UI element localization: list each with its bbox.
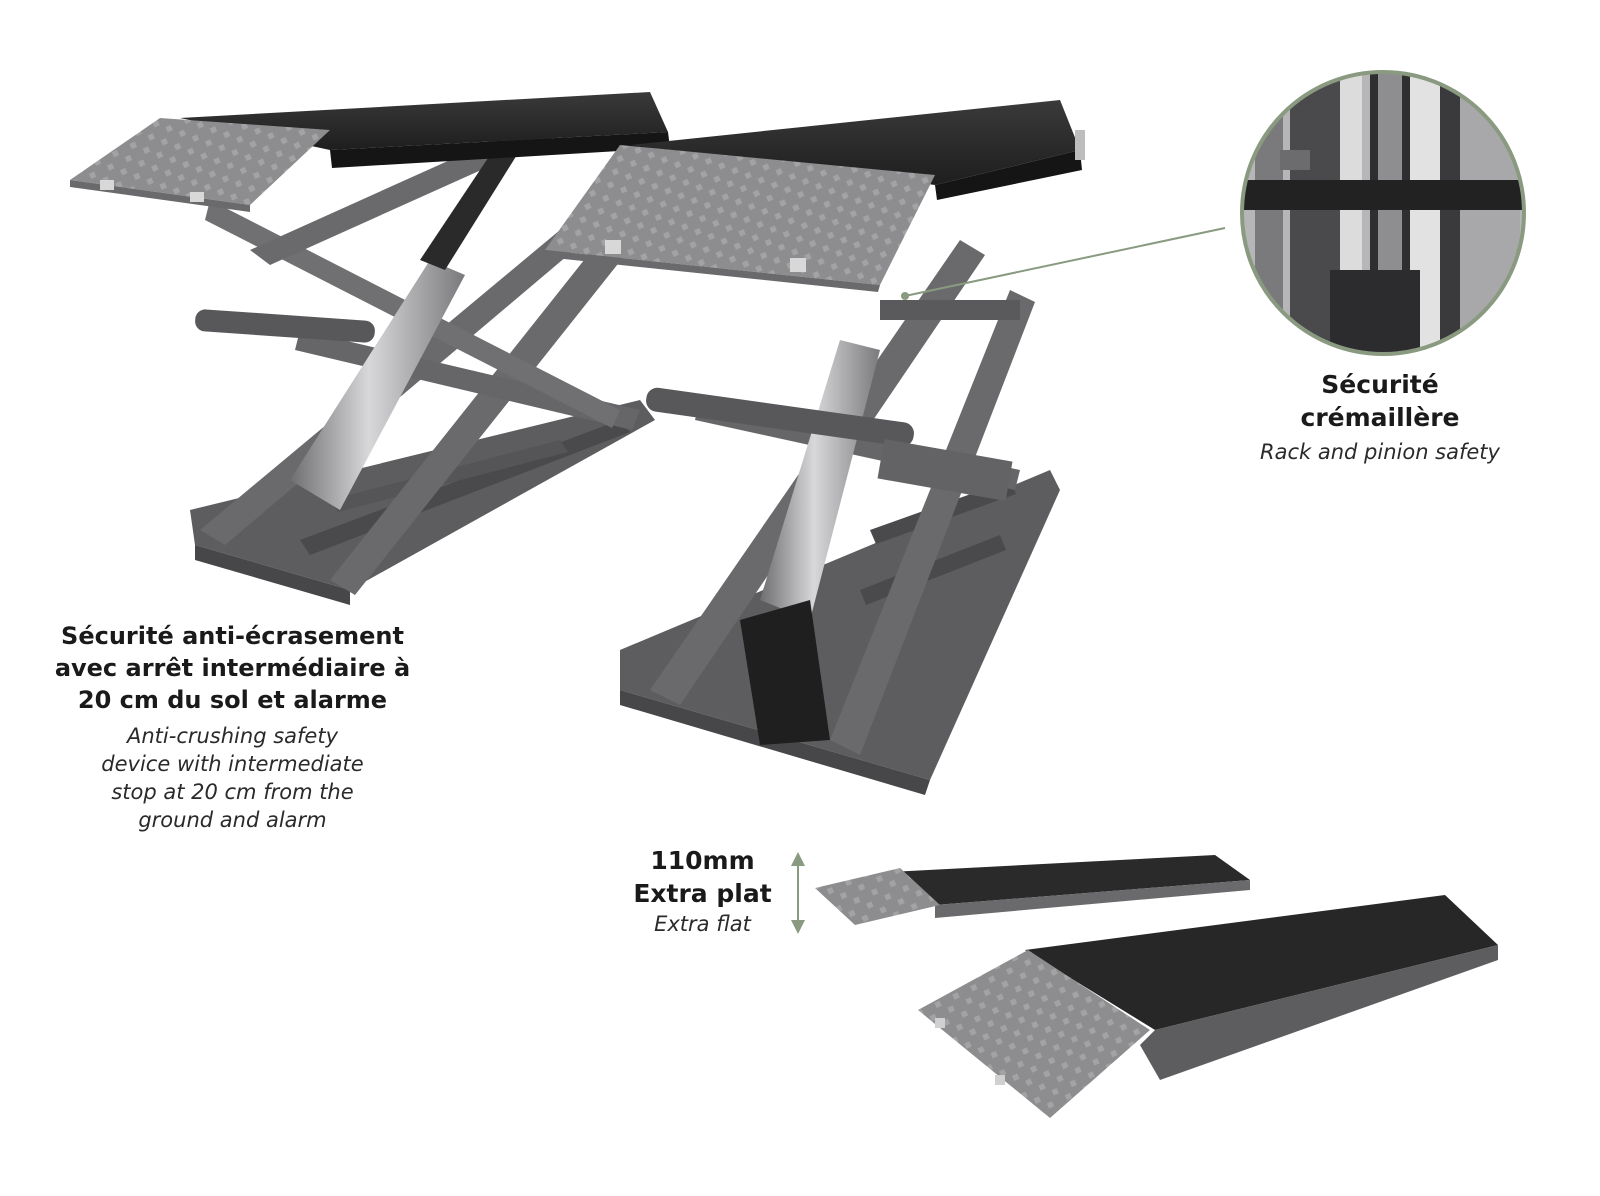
rack-safety-callout: Sécurité crémaillère Rack and pinion saf…	[1230, 368, 1530, 466]
left-lift-unit	[70, 92, 670, 605]
rack-safety-subtitle: Rack and pinion safety	[1260, 440, 1500, 464]
extra-flat-subtitle: Extra flat	[654, 912, 751, 936]
callout-connector-line	[904, 227, 1226, 297]
rack-safety-title: Sécurité crémaillère	[1300, 370, 1460, 432]
magnifier-inset-icon	[1240, 70, 1526, 356]
height-value: 110mm	[650, 846, 755, 875]
vertical-double-arrow-icon	[791, 852, 805, 934]
extra-flat-platforms	[815, 855, 1498, 1118]
extra-flat-title: Extra plat	[633, 879, 772, 908]
anti-crush-callout: Sécurité anti-écrasement avec arrêt inte…	[40, 620, 425, 834]
right-lift-unit	[545, 100, 1085, 795]
anti-crush-subtitle: Anti-crushing safety device with interme…	[101, 724, 364, 832]
extra-flat-callout: 110mm Extra plat Extra flat	[615, 844, 790, 938]
anti-crush-title: Sécurité anti-écrasement avec arrêt inte…	[54, 622, 411, 714]
